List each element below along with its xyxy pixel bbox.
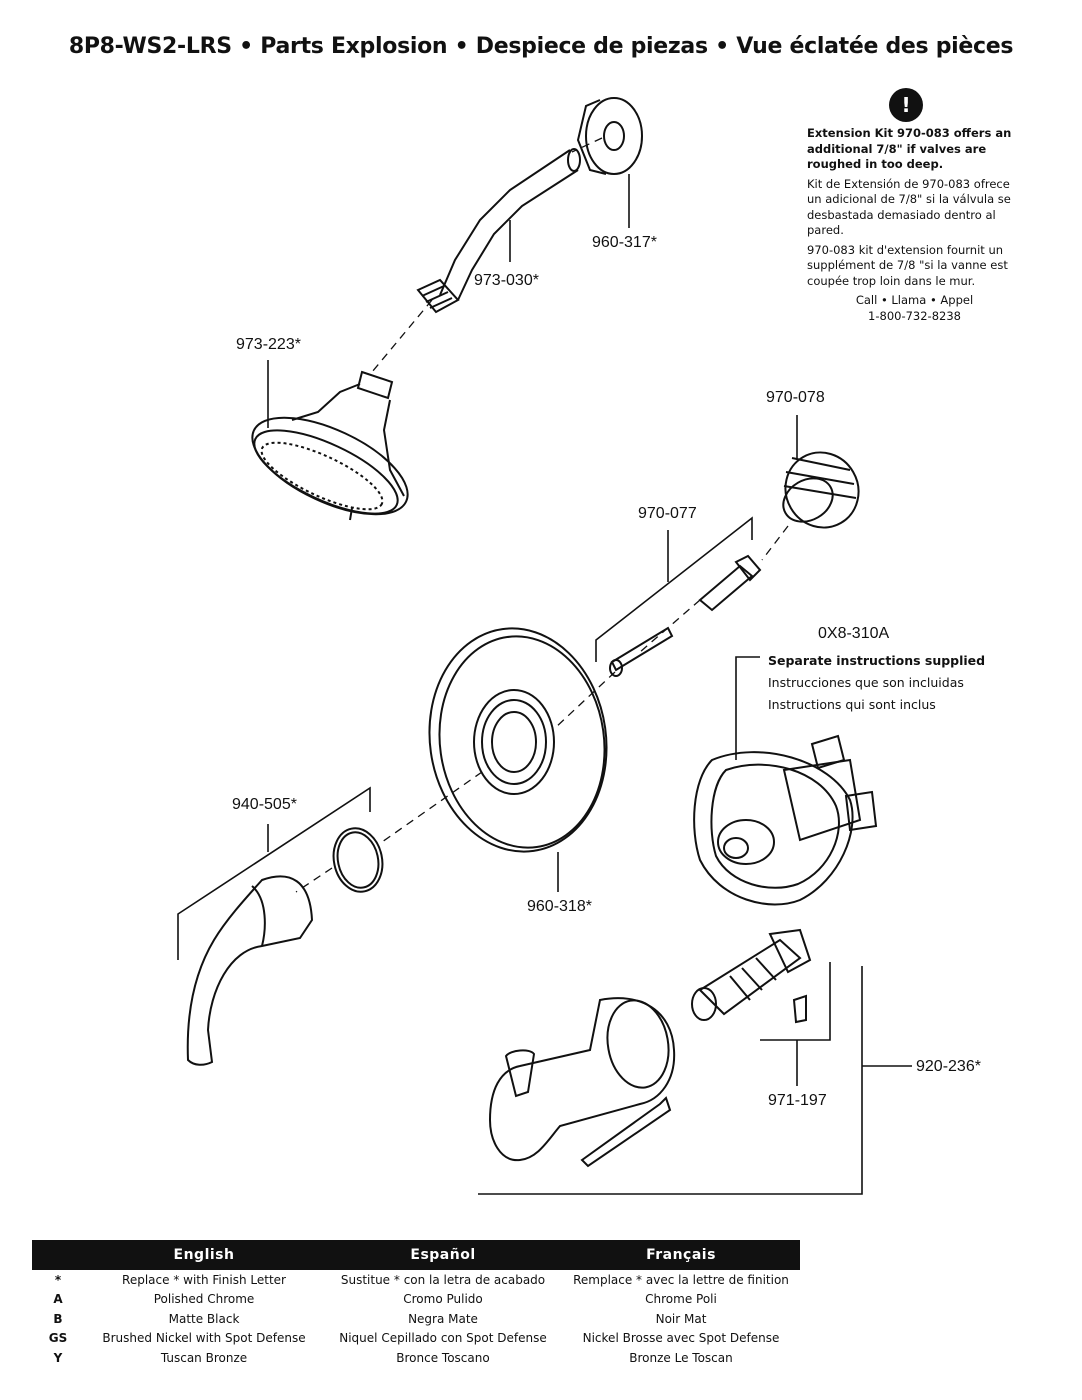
part-label-971-197: 971-197 <box>768 1092 827 1109</box>
finish-spanish: Negra Mate <box>408 1311 478 1326</box>
phone-number: 1-800-732-8238 <box>868 308 961 323</box>
callout-leaders <box>177 174 912 1195</box>
call-line: Call • Llama • Appel <box>855 293 974 307</box>
instructions-french: Instructions qui sont inclus <box>768 697 936 712</box>
finish-code: Y <box>53 1350 63 1365</box>
table-row: * Replace * with Finish Letter Sustitue … <box>32 1270 800 1290</box>
finish-spanish: Sustitue * con la letra de acabado <box>340 1272 546 1287</box>
finish-english: Replace * with Finish Letter <box>122 1272 286 1287</box>
header-french: Français <box>562 1240 800 1270</box>
finish-english: Polished Chrome <box>153 1292 255 1307</box>
finish-spanish: Niquel Cepillado con Spot Defense <box>339 1331 547 1346</box>
mounting-screws <box>609 554 762 677</box>
tub-spout <box>488 997 676 1168</box>
cartridge <box>691 928 812 1024</box>
note-french: 970-083 kit d'extension fournit un suppl… <box>807 242 1008 288</box>
finish-french: Remplace * avec la lettre de finition <box>573 1272 789 1287</box>
finish-french: Bronze Le Toscan <box>629 1350 733 1365</box>
assembly-axis-lines <box>295 137 789 893</box>
header-spanish: Español <box>324 1240 562 1270</box>
separate-instructions-note: Separate instructions supplied Instrucci… <box>768 650 985 716</box>
part-label-940-505: 940-505* <box>232 796 297 813</box>
threaded-nut <box>782 451 860 529</box>
part-label-973-223: 973-223* <box>236 336 301 353</box>
finish-legend-table: English Español Français * Replace * wit… <box>32 1240 800 1368</box>
shower-arm <box>416 148 581 314</box>
finish-code: A <box>53 1292 63 1307</box>
part-label-920-236: 920-236* <box>916 1058 981 1075</box>
valve-body <box>693 734 878 906</box>
escutcheon-plate <box>428 627 608 853</box>
finish-french: Noir Mat <box>655 1311 707 1326</box>
lever-handle <box>186 875 314 1066</box>
note-spanish: Kit de Extensión de 970-083 ofrece un ad… <box>807 176 1011 238</box>
finish-french: Nickel Brosse avec Spot Defense <box>582 1331 780 1346</box>
finish-code: B <box>53 1311 63 1326</box>
finish-spanish: Cromo Pulido <box>403 1292 483 1307</box>
finish-french: Chrome Poli <box>645 1292 717 1307</box>
table-row: B Matte Black Negra Mate Noir Mat <box>32 1309 800 1329</box>
o-ring <box>332 827 384 893</box>
part-label-970-078: 970-078 <box>766 389 825 406</box>
extension-kit-note: ! Extension Kit 970-083 offers an additi… <box>807 88 1022 324</box>
finish-english: Matte Black <box>168 1311 240 1326</box>
part-label-960-317: 960-317* <box>592 234 657 251</box>
part-label-960-318: 960-318* <box>527 898 592 915</box>
finish-code: * <box>54 1272 62 1287</box>
table-row: Y Tuscan Bronze Bronce Toscano Bronze Le… <box>32 1348 800 1368</box>
header-english: English <box>84 1240 324 1270</box>
part-label-973-030: 973-030* <box>474 272 539 289</box>
shower-head <box>251 370 409 521</box>
part-label-970-077: 970-077 <box>638 505 697 522</box>
note-english: Extension Kit 970-083 offers an addition… <box>807 126 1012 171</box>
finish-english: Brushed Nickel with Spot Defense <box>102 1331 306 1346</box>
part-label-0x8-310a: 0X8-310A <box>818 625 890 642</box>
finish-spanish: Bronce Toscano <box>396 1350 490 1365</box>
table-row: A Polished Chrome Cromo Pulido Chrome Po… <box>32 1290 800 1310</box>
warning-icon: ! <box>889 88 923 122</box>
instructions-spanish: Instrucciones que son incluidas <box>768 675 964 690</box>
finish-english: Tuscan Bronze <box>160 1350 248 1365</box>
table-row: GS Brushed Nickel with Spot Defense Niqu… <box>32 1329 800 1349</box>
shower-arm-flange <box>576 97 643 175</box>
finish-code: GS <box>48 1331 68 1346</box>
instructions-english: Separate instructions supplied <box>768 653 986 668</box>
page-title: 8P8-WS2-LRS • Parts Explosion • Despiece… <box>68 34 1014 59</box>
